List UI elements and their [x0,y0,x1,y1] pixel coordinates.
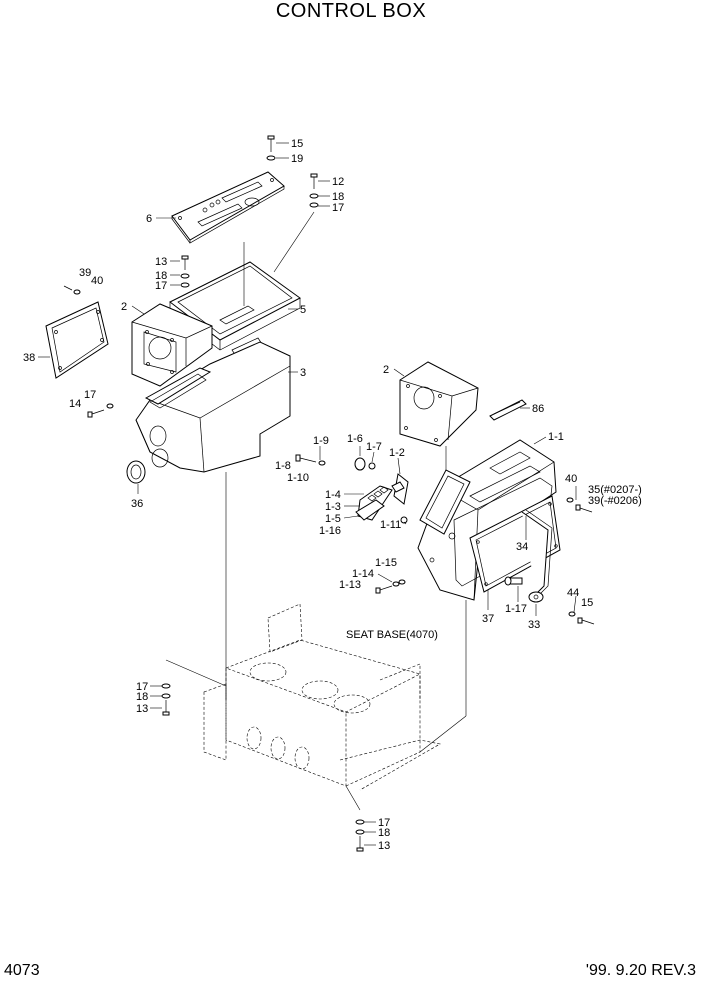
callout-1-6: 1-6 [347,433,363,445]
callout-1-1: 1-1 [548,431,564,443]
callout-2: 2 [383,364,389,376]
callout-1-15: 1-15 [375,557,397,569]
seat-base-label: SEAT BASE(4070) [346,629,438,641]
grommet-36 [126,460,146,484]
callout-36: 36 [131,498,143,510]
callout-13: 13 [155,256,167,268]
callout-40: 40 [565,473,577,485]
callout-34: 34 [516,541,528,553]
lever-33 [521,509,553,603]
page-title: CONTROL BOX [275,0,427,22]
callout-37: 37 [482,613,494,625]
callout-2: 2 [121,301,127,313]
bolt-13-bottom [355,819,365,852]
callout-18: 18 [136,691,148,703]
bolt-13-left [161,683,171,716]
bolt-13-top [180,255,190,288]
callout-1-10: 1-10 [287,472,309,484]
callout-1-13: 1-13 [339,579,361,591]
callout-86: 86 [532,403,544,415]
right-control-box [417,439,557,716]
callout-1-7: 1-7 [366,441,382,453]
callout-39: 39 [79,267,91,279]
callout-1-17: 1-17 [505,603,527,615]
side-cover-38 [45,285,109,379]
callout-13: 13 [378,840,390,852]
callout-17: 17 [155,280,167,292]
callout-14: 14 [69,398,81,410]
callout-44: 44 [567,587,579,599]
seat-base-ghost [165,603,467,811]
callout-39: 39(-#0206) [588,495,642,507]
switch-assembly [295,454,409,594]
callout-1-4: 1-4 [325,489,341,501]
callout-1-11: 1-11 [380,519,401,531]
callout-18: 18 [332,191,344,203]
callout-15: 15 [581,597,593,609]
callout-17: 17 [378,817,390,829]
callout-1-16: 1-16 [319,525,341,537]
callout-33: 33 [528,619,540,631]
handle-86 [489,399,527,421]
cover-plate [171,171,285,244]
callout-18: 18 [378,827,390,839]
pin-1-17 [504,576,523,586]
callout-18: 18 [155,270,167,282]
left-shroud [131,303,213,387]
callout-35: 35(#0207-) [588,484,642,496]
callout-1-14: 1-14 [352,568,374,580]
callout-17: 17 [332,202,344,214]
bolt-14 [87,403,114,418]
callout-15: 15 [291,138,303,150]
callout-5: 5 [300,304,306,316]
callout-3: 3 [300,367,306,379]
callout-1-5: 1-5 [325,513,341,525]
page-number: 4073 [4,962,40,979]
right-shroud [399,361,479,470]
bolt-15-right [568,611,595,625]
bolt-15-top [266,135,276,161]
bolt-12 [309,173,319,208]
callout-13: 13 [136,703,148,715]
callout-38: 38 [23,352,35,364]
revision-date: '99. 9.20 REV.3 [585,962,696,979]
callout-1-3: 1-3 [325,501,341,513]
callout-6: 6 [146,213,152,225]
callout-19: 19 [291,153,303,165]
callout-17: 17 [136,681,148,693]
leader-lines [38,142,577,846]
callout-12: 12 [332,176,344,188]
callout-1-2: 1-2 [389,447,405,459]
callout-labels: 15 19 12 18 17 6 13 18 17 39 40 2 5 3 38… [23,138,642,852]
callout-1-8: 1-8 [275,460,291,472]
callout-40: 40 [91,275,103,287]
callout-17: 17 [84,389,96,401]
callout-1-9: 1-9 [313,435,329,447]
left-control-box-body [135,341,291,700]
bolt-35 [566,497,593,513]
